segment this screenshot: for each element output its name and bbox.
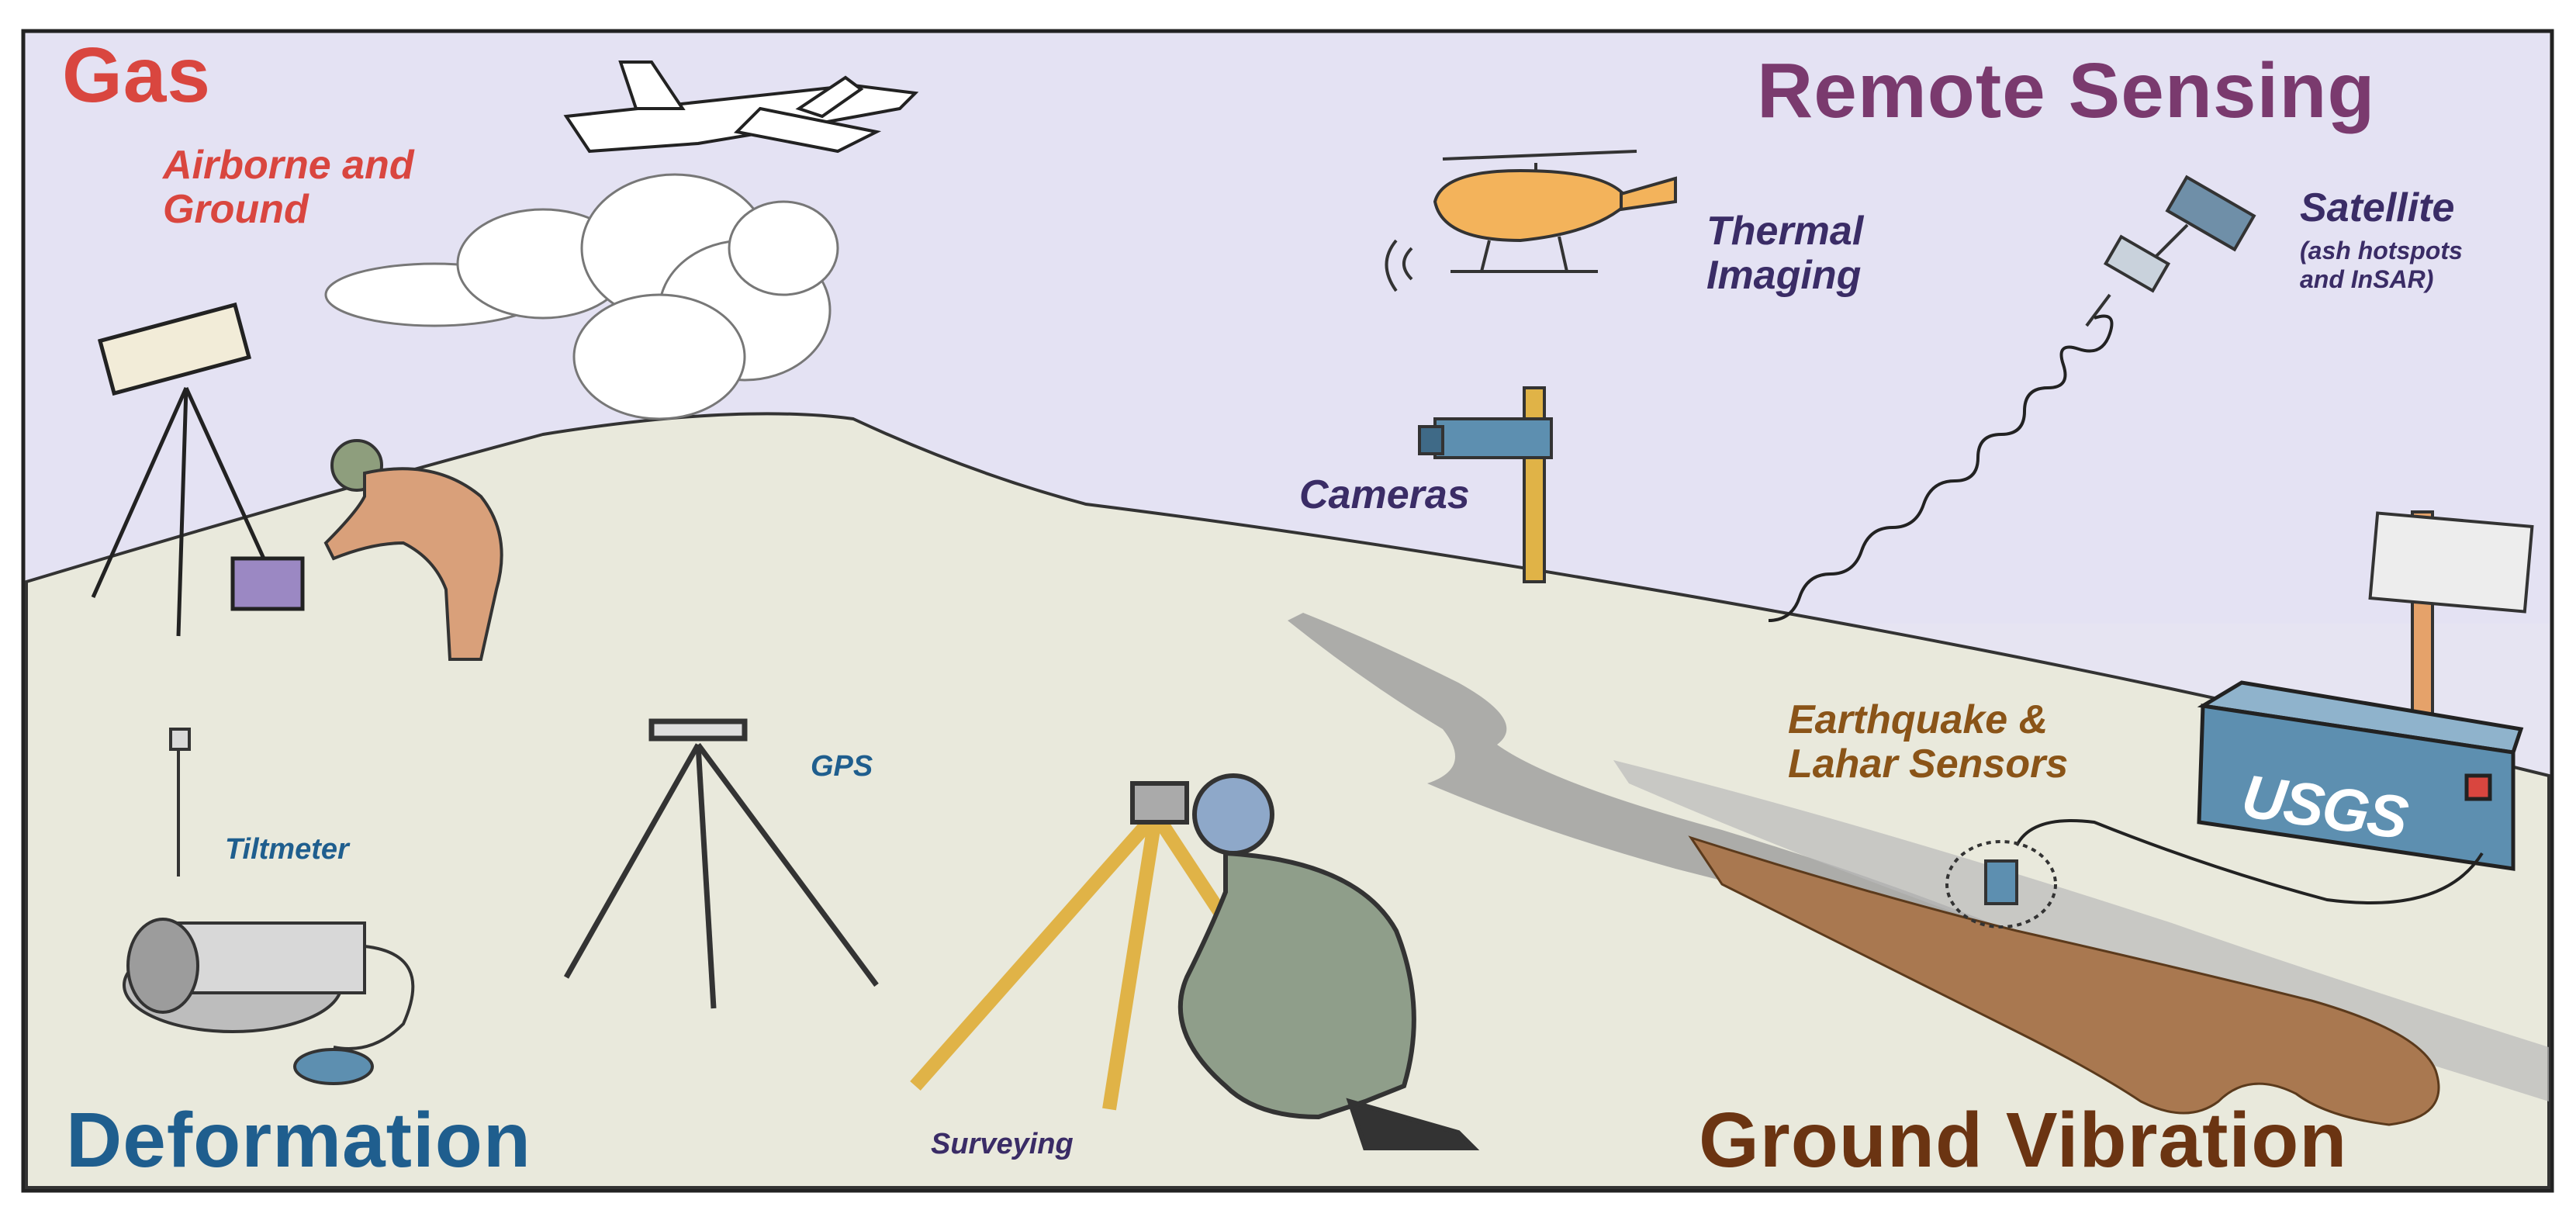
camera-icon bbox=[1418, 386, 1553, 583]
earthquake-line-1: Earthquake & bbox=[1788, 697, 2049, 742]
thermal-line-2: Imaging bbox=[1706, 253, 1862, 299]
gps-label: GPS bbox=[811, 750, 873, 783]
airborne-ground-label: Airborne and Ground bbox=[163, 143, 414, 232]
volcano-slope bbox=[25, 412, 2550, 1189]
thermal-line-1: Thermal bbox=[1706, 209, 1864, 254]
thermal-imaging-label: Thermal Imaging bbox=[1706, 209, 1863, 298]
gas-scientist-figure bbox=[323, 439, 503, 661]
usgs-sensor-box bbox=[2015, 680, 2524, 904]
earthquake-lahar-label: Earthquake & Lahar Sensors bbox=[1788, 697, 2069, 787]
satellite-signal-wave bbox=[1768, 314, 2114, 622]
satellite-icon bbox=[2085, 175, 2256, 327]
surveying-label: Surveying bbox=[931, 1128, 1074, 1160]
cameras-label: Cameras bbox=[1299, 472, 1470, 517]
gully-shadow bbox=[1288, 613, 2048, 970]
gas-heading: Gas bbox=[62, 32, 212, 119]
airborne-line-1: Airborne and bbox=[163, 143, 414, 188]
satellite-label: Satellite bbox=[2300, 185, 2455, 230]
tiltmeter-icon bbox=[123, 728, 415, 1085]
solar-panel-icon bbox=[2368, 510, 2534, 723]
surveyor-figure bbox=[910, 773, 1480, 1150]
gas-spectrometer-icon bbox=[91, 302, 305, 637]
ground-vibration-heading: Ground Vibration bbox=[1699, 1097, 2348, 1184]
satellite-note-line-1: (ash hotspots bbox=[2300, 237, 2463, 265]
remote-sensing-heading: Remote Sensing bbox=[1757, 47, 2376, 134]
airborne-line-2: Ground bbox=[163, 187, 309, 233]
airplane-icon bbox=[563, 61, 919, 154]
helicopter-icon bbox=[1385, 150, 1677, 292]
satellite-note-line-2: and InSAR) bbox=[2300, 265, 2434, 293]
tiltmeter-label: Tiltmeter bbox=[225, 833, 349, 866]
earthquake-line-2: Lahar Sensors bbox=[1788, 742, 2069, 787]
satellite-note: (ash hotspots and InSAR) bbox=[2300, 237, 2463, 294]
steam-plume bbox=[324, 173, 839, 420]
gps-tripod-icon bbox=[563, 718, 879, 1009]
deformation-heading: Deformation bbox=[66, 1097, 531, 1184]
seismometer-icon bbox=[1945, 840, 2057, 928]
lahar-flow bbox=[1688, 835, 2440, 1126]
